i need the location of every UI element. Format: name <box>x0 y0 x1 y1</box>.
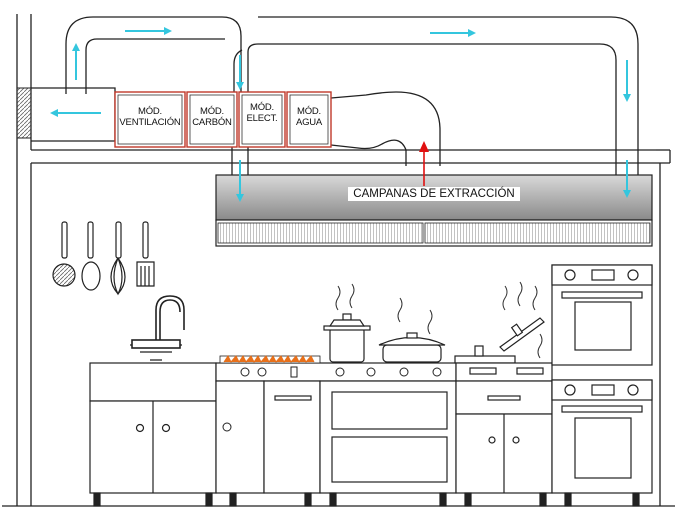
cooking-line <box>215 362 457 507</box>
extraction-hood <box>215 174 653 247</box>
utensil-icon <box>81 221 101 291</box>
pot-icon <box>323 313 545 364</box>
knob-icon <box>222 366 442 432</box>
module-ventilacion-label: MÓD. VENTILACIÓN <box>115 106 185 128</box>
steam-icon <box>335 281 543 359</box>
module-agua-label: MÓD. AGUA <box>287 106 331 128</box>
module-electrico <box>238 91 286 148</box>
utensils <box>52 221 155 296</box>
module-agua-line1: MÓD. <box>296 106 321 117</box>
module-carbon <box>186 91 238 148</box>
module-ventilacion-line1: MÓD. <box>137 106 162 117</box>
module-carbon-line1: MÓD. <box>199 106 224 117</box>
module-ventilacion-line2: VENTILACIÓN <box>119 117 181 128</box>
right-counter <box>455 362 553 507</box>
airflow-arrows <box>50 27 631 202</box>
flame-icon <box>219 355 321 364</box>
wall-vent-grille <box>16 87 32 139</box>
module-agua-line2: AGUA <box>295 117 323 128</box>
utensil-icon <box>136 221 155 287</box>
module-carbon-label: MÓD. CARBÓN <box>187 106 237 128</box>
sink-counter <box>89 362 217 507</box>
module-electrico-label: MÓD. ELECT. <box>239 102 285 124</box>
hood-label: CAMPANAS DE EXTRACCIÓN <box>348 187 520 201</box>
filter-modules <box>114 91 332 148</box>
module-electrico-line2: ELECT. <box>246 113 278 124</box>
faucet-icon <box>130 295 185 361</box>
module-electrico-line1: MÓD. <box>249 102 274 113</box>
building-structure <box>2 14 675 507</box>
module-carbon-line2: CARBÓN <box>192 117 232 128</box>
oven-icon <box>551 264 653 507</box>
ductwork <box>31 16 639 175</box>
module-ventilacion <box>114 91 186 148</box>
utensil-icon <box>52 221 76 287</box>
exhaust-arrow-icon <box>419 141 429 186</box>
module-agua <box>286 91 332 148</box>
utensil-icon <box>110 221 126 296</box>
